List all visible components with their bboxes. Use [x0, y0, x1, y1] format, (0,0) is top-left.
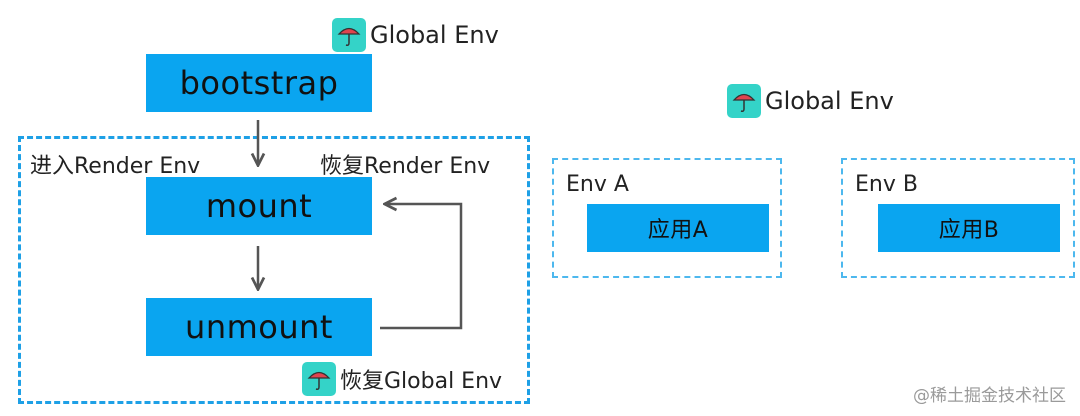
env-a-frame [552, 158, 782, 278]
umbrella-icon [302, 362, 336, 396]
global-env-right-tag: Global Env [727, 84, 894, 118]
bootstrap-node: bootstrap [146, 54, 372, 112]
restore-global-env-label: 恢复Global Env [340, 369, 503, 394]
global-env-top-tag: Global Env [332, 18, 499, 52]
global-env-right-label: Global Env [765, 87, 894, 115]
unmount-node: unmount [146, 298, 372, 356]
watermark: @稀土掘金技术社区 [913, 386, 1066, 406]
restore-render-env-label: 恢复Render Env [320, 154, 491, 179]
enter-render-env-label: 进入Render Env [30, 154, 201, 179]
env-a-title: Env A [566, 172, 629, 197]
mount-node: mount [146, 177, 372, 235]
restore-global-env-tag: 恢复Global Env [302, 362, 502, 396]
app-a-node: 应用A [587, 204, 769, 252]
env-b-frame [841, 158, 1075, 278]
render-env-frame [18, 136, 530, 404]
env-b-title: Env B [855, 172, 918, 197]
app-b-node: 应用B [878, 204, 1060, 252]
global-env-top-label: Global Env [370, 21, 499, 49]
umbrella-icon [332, 18, 366, 52]
umbrella-icon [727, 84, 761, 118]
